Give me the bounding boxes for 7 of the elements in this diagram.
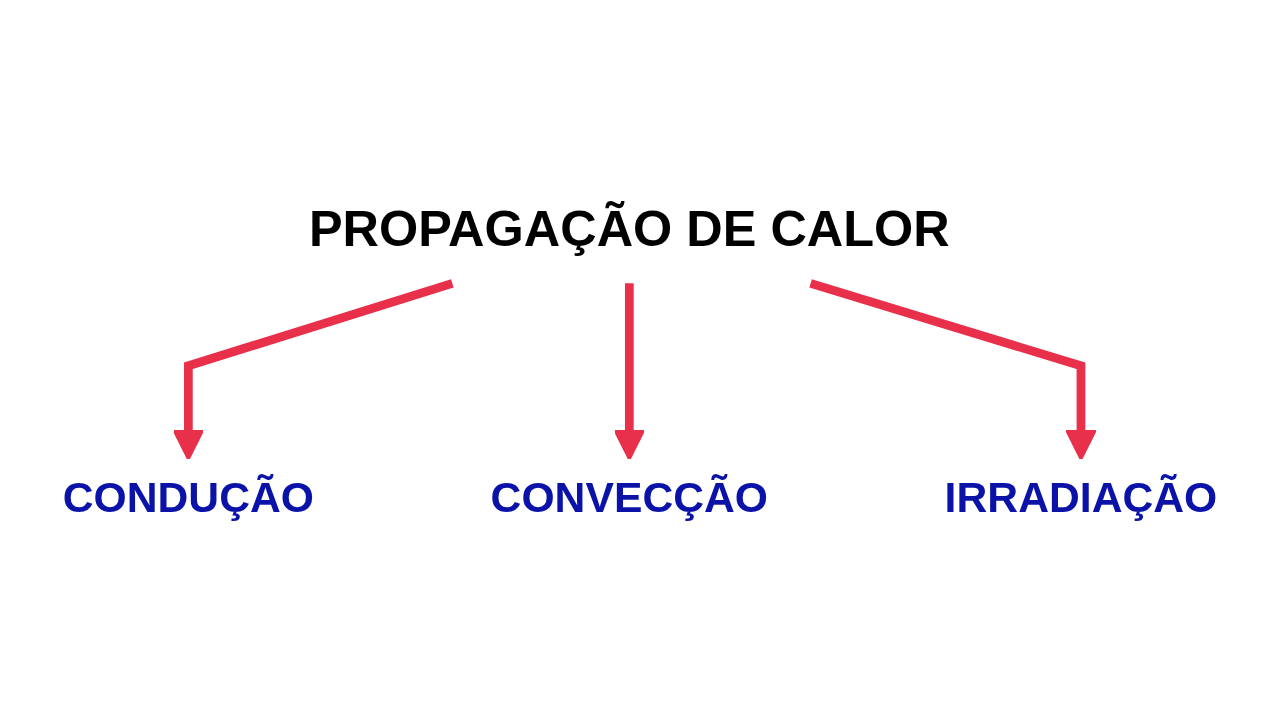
node-text: PROPAGAÇÃO DE CALOR	[308, 199, 950, 257]
arrow	[172, 279, 454, 461]
node-text: CONDUÇÃO	[62, 473, 315, 522]
node-text: CONVECÇÃO	[490, 473, 769, 522]
node-text: IRRADIAÇÃO	[944, 473, 1218, 522]
arrow	[809, 279, 1097, 461]
arrow	[613, 283, 646, 461]
